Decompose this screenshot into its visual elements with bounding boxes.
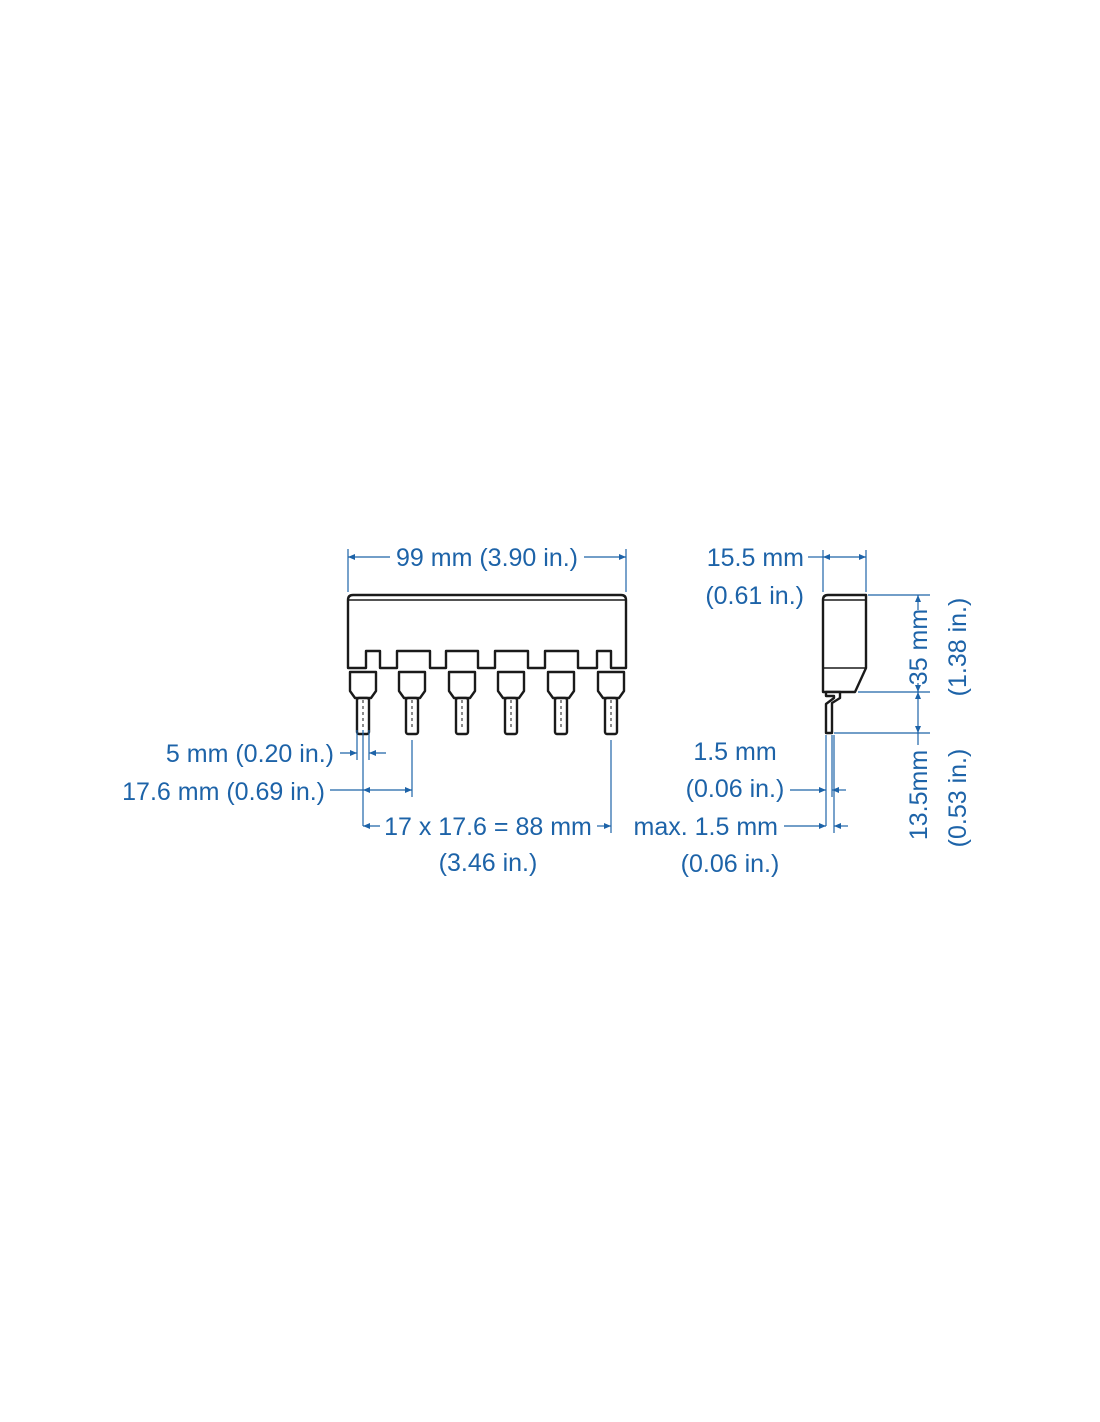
pin-shroud	[546, 670, 576, 700]
connection-pin	[404, 696, 420, 736]
connection-pin	[503, 696, 519, 736]
overall-width-label: 99 mm (3.90 in.)	[396, 544, 578, 572]
height-label: 35 mm	[905, 609, 933, 685]
depth-inch-label: (0.61 in.)	[705, 582, 804, 610]
connection-pin	[553, 696, 569, 736]
total-pitch-inch-label: (3.46 in.)	[439, 849, 538, 877]
side-pin	[824, 690, 842, 735]
pin-shroud	[348, 670, 378, 700]
pin-length-inch-label: (0.53 in.)	[944, 749, 972, 848]
pin-width-label: 5 mm (0.20 in.)	[166, 740, 334, 768]
pin-shroud	[596, 670, 626, 700]
pin-pitch-label: 17.6 mm (0.69 in.)	[122, 778, 325, 806]
pin-length-label: 13.5mm	[905, 750, 933, 840]
depth-label: 15.5 mm	[707, 544, 804, 572]
connection-pin	[355, 696, 371, 736]
connection-pin	[454, 696, 470, 736]
total-pitch-label: 17 x 17.6 = 88 mm	[384, 813, 592, 841]
side-view: 15.5 mm (0.61 in.) 35 mm (1.38 in.) 13.5…	[634, 544, 972, 878]
pin-shroud	[447, 670, 477, 700]
connection-pin	[603, 696, 619, 736]
front-view: 99 mm (3.90 in.) 5 mm (0.20 in.) 17.6 mm…	[122, 544, 628, 877]
pin-thickness-inch-label: (0.06 in.)	[686, 775, 785, 803]
pin-thickness-label: 1.5 mm	[693, 738, 776, 766]
pin-shroud	[496, 670, 526, 700]
busbar-comb-side	[821, 593, 868, 694]
pin-offset-label: max. 1.5 mm	[634, 813, 778, 841]
height-inch-label: (1.38 in.)	[944, 598, 972, 697]
front-pins	[348, 670, 626, 736]
pin-offset-inch-label: (0.06 in.)	[681, 850, 780, 878]
pin-shroud	[397, 670, 427, 700]
busbar-comb-front	[346, 593, 628, 670]
